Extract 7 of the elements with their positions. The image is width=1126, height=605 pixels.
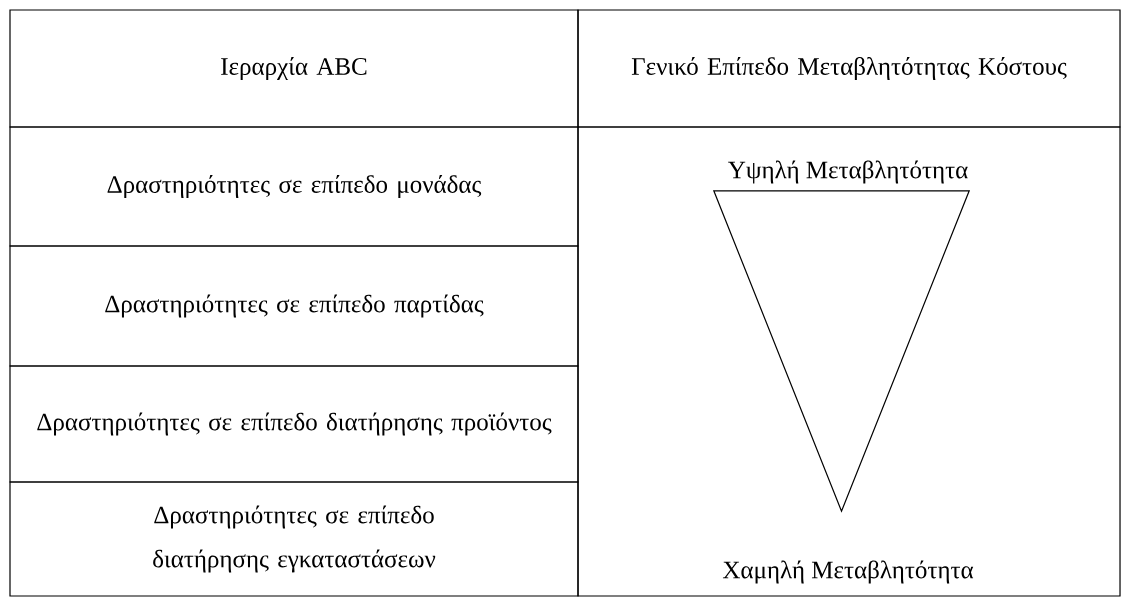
table-cell: Δραστηριότητες σε επίπεδο διατήρησης εγκαταστάσεων bbox=[9, 481, 579, 597]
scale-label: Χαμηλή Μεταβλητότητα bbox=[722, 560, 974, 584]
table-cell: Ιεραρχία ABC bbox=[9, 9, 579, 128]
table-cell: Γενικό Επίπεδο Μεταβλητότητας Κόστους bbox=[577, 9, 1121, 128]
table-cell: Δραστηριότητες σε επίπεδο μονάδας bbox=[9, 126, 579, 247]
table-cell: Δραστηριότητες σε επίπεδο παρτίδας bbox=[9, 245, 579, 367]
table-cell: Δραστηριότητες σε επίπεδο διατήρησης προϊόντος bbox=[9, 365, 579, 483]
